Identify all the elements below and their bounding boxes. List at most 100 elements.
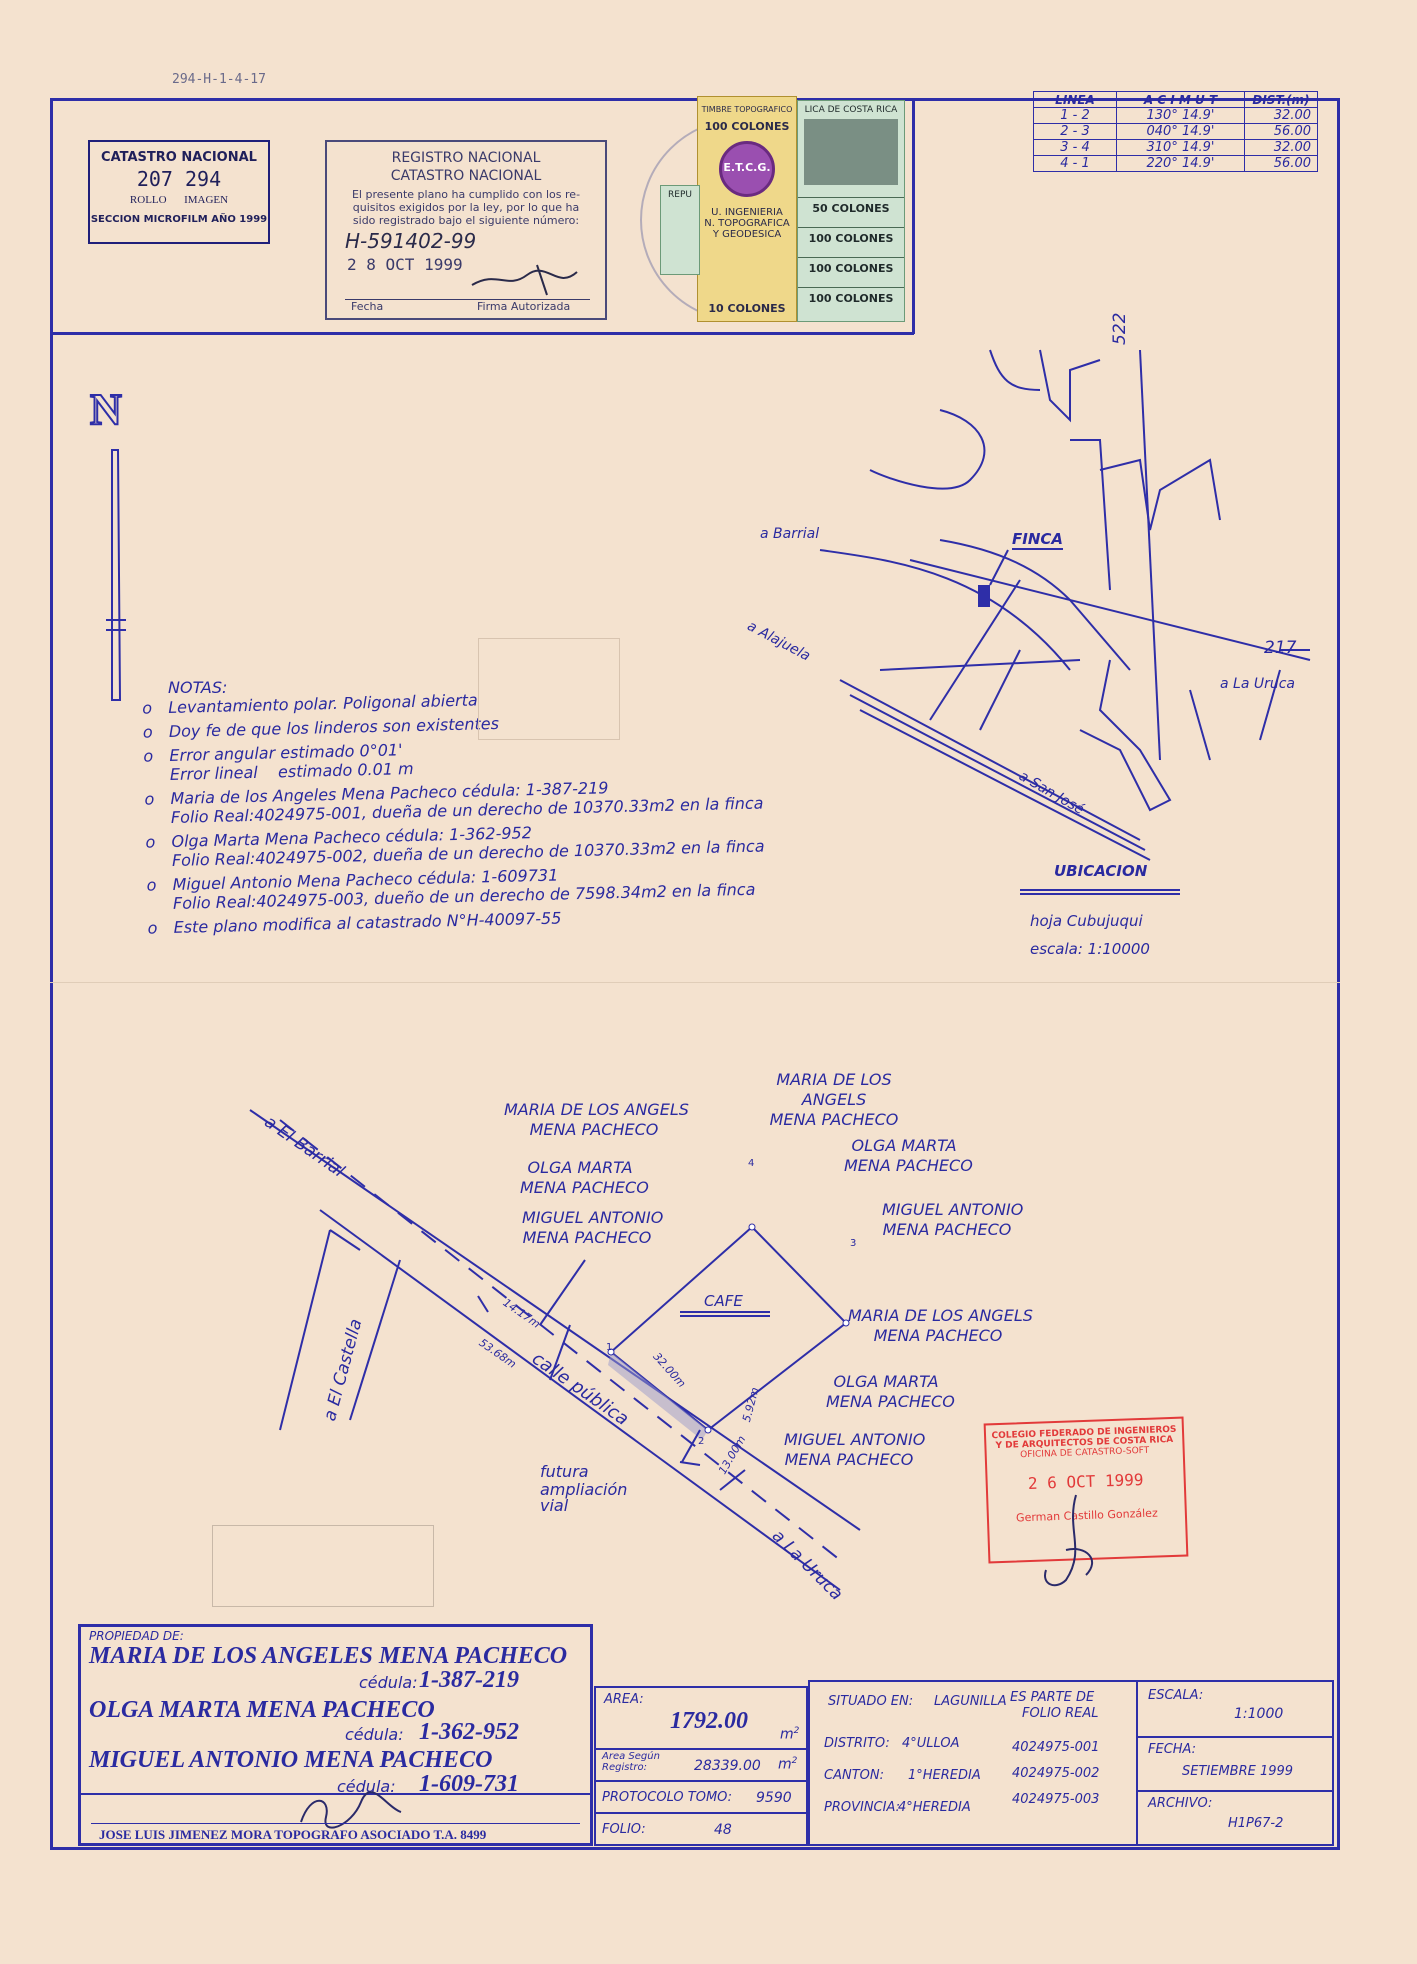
drawing-frame [50, 98, 1340, 1850]
catastro-stamp-rollo-row: ROLLO IMAGEN [90, 193, 268, 206]
map-escala: escala: 1:10000 [1030, 940, 1150, 958]
timbre-t2: 100 COLONES [704, 120, 790, 133]
acimut-row: 4 - 1 220° 14.9' 56.00 [1033, 155, 1318, 172]
catastro-stamp-line3: SECCION MICROFILM AÑO 1999 [90, 214, 268, 225]
neighbor-surname: MENA PACHECO [873, 1326, 1003, 1345]
timbre-t7: 10 COLONES [708, 302, 786, 315]
acimut-cell: 1 - 2 [1033, 107, 1117, 124]
canton-label: CANTON: [824, 1768, 884, 1783]
neighbor-surname: MENA PACHECO [529, 1120, 659, 1139]
map-ubicacion-title: UBICACION [1054, 862, 1148, 880]
registro-sign-line [345, 299, 590, 300]
registro-fecha-label: Fecha [351, 300, 384, 313]
area-unit: m2 [780, 1726, 800, 1743]
faded-stamp [212, 1525, 434, 1607]
neighbor-surname: MENA PACHECO [522, 1228, 652, 1247]
canton-value: 1°HEREDIA [908, 1768, 981, 1783]
owner-2: OLGA MARTA MENA PACHECO [89, 1697, 435, 1723]
neighbor-surname: MENA PACHECO [784, 1450, 914, 1469]
acimut-row: 2 - 3 040° 14.9' 56.00 [1033, 123, 1318, 140]
acimut-cell: 3 - 4 [1033, 139, 1117, 156]
owner-2-cedula-label: cédula: [345, 1725, 404, 1744]
registro-body3: sido registrado bajo el siguiente número… [352, 214, 580, 227]
area-value: 1792.00 [670, 1708, 748, 1734]
acimut-header-acimut: A C I M U T [1116, 91, 1245, 108]
neighbor-label: OLGA MARTA MENA PACHECO [520, 1158, 649, 1198]
acimut-cell: 310° 14.9' [1116, 139, 1245, 156]
plan-label-futura: futura [540, 1462, 589, 1481]
fold-line [50, 982, 1340, 983]
registro-body1: El presente plano ha cumplido con los re… [351, 188, 581, 201]
neighbor-name: MARIA DE LOS ANGELS [848, 1306, 1033, 1325]
neighbor-name: MIGUEL ANTONIO [784, 1430, 926, 1449]
timbre-s2: 50 COLONES [798, 197, 904, 215]
acimut-cell: 2 - 3 [1033, 123, 1117, 140]
acimut-cell: 130° 14.9' [1116, 107, 1245, 124]
folio-cell: FOLIO: 48 [594, 1812, 808, 1846]
topografo-divider [81, 1793, 590, 1795]
acimut-header-row: LINEA A C I M U T DIST.(m) [1033, 91, 1318, 108]
owner-1-cedula: 1-387-219 [419, 1667, 519, 1693]
owner-1-cedula-label: cédula: [359, 1673, 418, 1692]
catastro-microfilm-stamp: CATASTRO NACIONAL 207 294 ROLLO IMAGEN S… [88, 140, 270, 244]
registro-signature [471, 264, 578, 296]
timbre-t3: E.T.C.G. [723, 161, 771, 174]
map-label-barrial: a Barrial [760, 526, 820, 542]
neighbor-label: MARIA DE LOS ANGELS MENA PACHECO [504, 1100, 689, 1140]
timbre-s5: 100 COLONES [798, 287, 904, 305]
topografo-signature [300, 1791, 402, 1829]
propiedad-label: PROPIEDAD DE: [89, 1629, 184, 1643]
escala-value: 1:1000 [1234, 1706, 1284, 1722]
acimut-cell: 32.00 [1244, 107, 1318, 124]
area-cell: AREA: 1792.00 m2 [594, 1686, 808, 1750]
notes-title: NOTAS: [168, 678, 228, 697]
neighbor-surname: MENA PACHECO [769, 1110, 899, 1129]
neighbor-label: MARIA DE LOS ANGELS MENA PACHECO [848, 1306, 1033, 1346]
registro-date: 2 8 OCT 1999 [347, 255, 463, 274]
plan-vertex-4-label: 4 [748, 1158, 755, 1169]
archivo-value: H1P67-2 [1228, 1816, 1284, 1831]
neighbor-label: MIGUEL ANTONIO MENA PACHECO [784, 1430, 926, 1470]
area-registro-value: 28339.00 [694, 1758, 761, 1774]
plan-vertex-3-label: 3 [850, 1238, 857, 1249]
neighbor-surname: MENA PACHECO [882, 1220, 1012, 1239]
escala-label: ESCALA: [1148, 1688, 1204, 1703]
timbre-s3: 100 COLONES [798, 227, 904, 245]
protocolo-cell: PROTOCOLO TOMO: 9590 [594, 1780, 808, 1814]
acimut-header-dist: DIST.(m) [1244, 91, 1318, 108]
site-plan [249, 1109, 861, 1591]
area-unit-m: m [780, 1726, 794, 1743]
acimut-cell: 56.00 [1244, 155, 1318, 172]
registro-title2: CATASTRO NACIONAL [390, 168, 542, 184]
situado-label: SITUADO EN: [828, 1694, 914, 1709]
registro-firma-label: Firma Autorizada [477, 300, 571, 313]
timbre-stamps-column: LICA DE COSTA RICA 50 COLONES 100 COLONE… [797, 100, 905, 322]
plan-vertex-2-label: 2 [698, 1436, 705, 1447]
colegio-signature [1044, 1494, 1094, 1587]
archivo-cell: ARCHIVO: H1P67-2 [1136, 1790, 1334, 1846]
neighbor-label: MIGUEL ANTONIO MENA PACHECO [522, 1208, 664, 1248]
folio-real-2: 4024975-002 [1012, 1766, 1100, 1781]
neighbor-name: MIGUEL ANTONIO [522, 1208, 664, 1227]
registro-number: H-591402-99 [345, 229, 477, 253]
timbre-t6: Y GEODESICA [712, 229, 782, 240]
situado-cell: SITUADO EN: LAGUNILLA ES PARTE DE FOLIO … [808, 1680, 1138, 1846]
folio-label: FOLIO: [602, 1822, 646, 1837]
owner-3-cedula-label: cédula: [337, 1777, 396, 1796]
owner-3-cedula: 1-609-731 [419, 1771, 519, 1797]
registro-title1: REGISTRO NACIONAL [391, 150, 541, 166]
catastro-stamp-imagen: IMAGEN [184, 194, 229, 206]
escala-cell: ESCALA: 1:1000 [1136, 1680, 1334, 1738]
plan-label-ampliacion: ampliación [540, 1480, 628, 1499]
topografo-text: JOSE LUIS JIMENEZ MORA TOPOGRAFO ASOCIAD… [99, 1827, 487, 1842]
protocolo-value: 9590 [756, 1790, 792, 1806]
note-text: Doy fe de que los linderos son existente… [168, 713, 500, 741]
neighbor-name: MARIA DE LOS ANGELS [776, 1070, 892, 1109]
area-registro-cell: Area Según Registro: 28339.00 m2 [594, 1748, 808, 1782]
reference-code: 294-H-1-4-17 [172, 72, 266, 87]
faded-stamp [478, 638, 620, 740]
protocolo-label: PROTOCOLO TOMO: [602, 1790, 733, 1805]
owner-1: MARIA DE LOS ANGELES MENA PACHECO [89, 1643, 568, 1669]
